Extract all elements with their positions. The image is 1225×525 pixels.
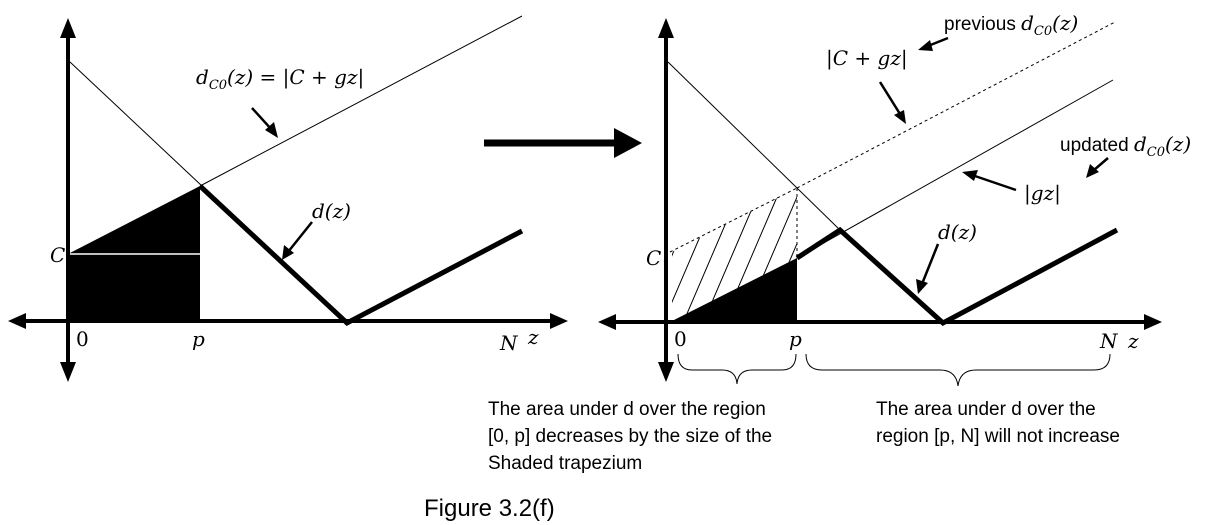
updated-gz-line xyxy=(796,79,1114,259)
annotation-left-line-2: [0, p] decreases by the size of the xyxy=(488,426,772,447)
c-plus-gz-arrow xyxy=(878,81,906,124)
brace-p-to-n xyxy=(805,353,1111,387)
previous-dc0-label: previous dC0(z) xyxy=(944,11,1078,39)
annotation-left: The area under d over the region [0, p] … xyxy=(488,399,772,474)
left-shaded-rectangle xyxy=(68,254,200,322)
left-curve-pointer-arrow xyxy=(251,107,278,138)
right-n-label: N xyxy=(1099,329,1119,353)
left-d-label: d(z) xyxy=(312,199,351,223)
right-origin-label: 0 xyxy=(674,327,687,351)
c-plus-gz-label: |C + gz| xyxy=(826,46,908,71)
annotation-right-line-1: The area under d over the xyxy=(876,399,1096,420)
updated-dc0-label: updated dC0(z) xyxy=(1060,132,1191,160)
right-descending-thin-line xyxy=(667,61,841,231)
right-p-label: p xyxy=(789,327,802,351)
annotation-left-line-1: The area under d over the region xyxy=(488,399,766,420)
left-d-pointer-arrow xyxy=(282,221,313,260)
left-panel: dC0(z) = |C + gz| d(z) C 0 p N z xyxy=(8,15,568,382)
figure-caption: Figure 3.2(f) xyxy=(424,495,555,522)
right-z-label: z xyxy=(1127,329,1139,353)
previous-label-arrow xyxy=(918,36,949,51)
left-z-label: z xyxy=(527,325,539,349)
left-c-label: C xyxy=(50,243,65,267)
annotation-right-line-2: region [p, N] will not increase xyxy=(876,426,1120,447)
left-x-axis-arrow-left xyxy=(8,313,26,329)
right-shaded-triangle xyxy=(670,258,797,322)
left-curve-label: dC0(z) = |C + gz| xyxy=(196,65,364,93)
left-y-axis-arrow-up xyxy=(60,18,76,38)
right-d-pointer-arrow xyxy=(916,243,940,294)
gz-label: |gz| xyxy=(1024,181,1061,206)
right-d-label: d(z) xyxy=(938,220,977,244)
left-p-label: p xyxy=(192,327,205,351)
annotation-left-line-3: Shaded trapezium xyxy=(488,453,642,474)
right-y-axis-arrow-up xyxy=(658,18,674,38)
brace-0-to-p xyxy=(677,353,797,385)
updated-label-arrow xyxy=(1086,157,1109,178)
gz-arrow xyxy=(962,170,1017,192)
left-c-plus-gz-line xyxy=(199,15,523,187)
left-x-axis-arrow-right xyxy=(550,313,568,329)
left-descending-thin-line xyxy=(69,61,203,187)
right-d-curve xyxy=(795,226,1119,327)
transition-arrow xyxy=(484,128,642,158)
left-d-curve xyxy=(198,184,524,327)
left-shaded-triangle xyxy=(68,186,200,254)
right-panel: previous dC0(z) |C + gz| updated dC0(z) … xyxy=(598,11,1191,387)
left-n-label: N xyxy=(499,331,519,355)
right-x-axis-arrow-left xyxy=(598,314,616,330)
right-c-label: C xyxy=(646,246,661,270)
left-origin-label: 0 xyxy=(76,327,89,351)
right-x-axis-arrow-right xyxy=(1144,314,1162,330)
left-y-axis-arrow-down xyxy=(60,362,76,382)
annotation-right: The area under d over the region [p, N] … xyxy=(876,399,1120,447)
right-y-axis-arrow-down xyxy=(658,362,674,382)
